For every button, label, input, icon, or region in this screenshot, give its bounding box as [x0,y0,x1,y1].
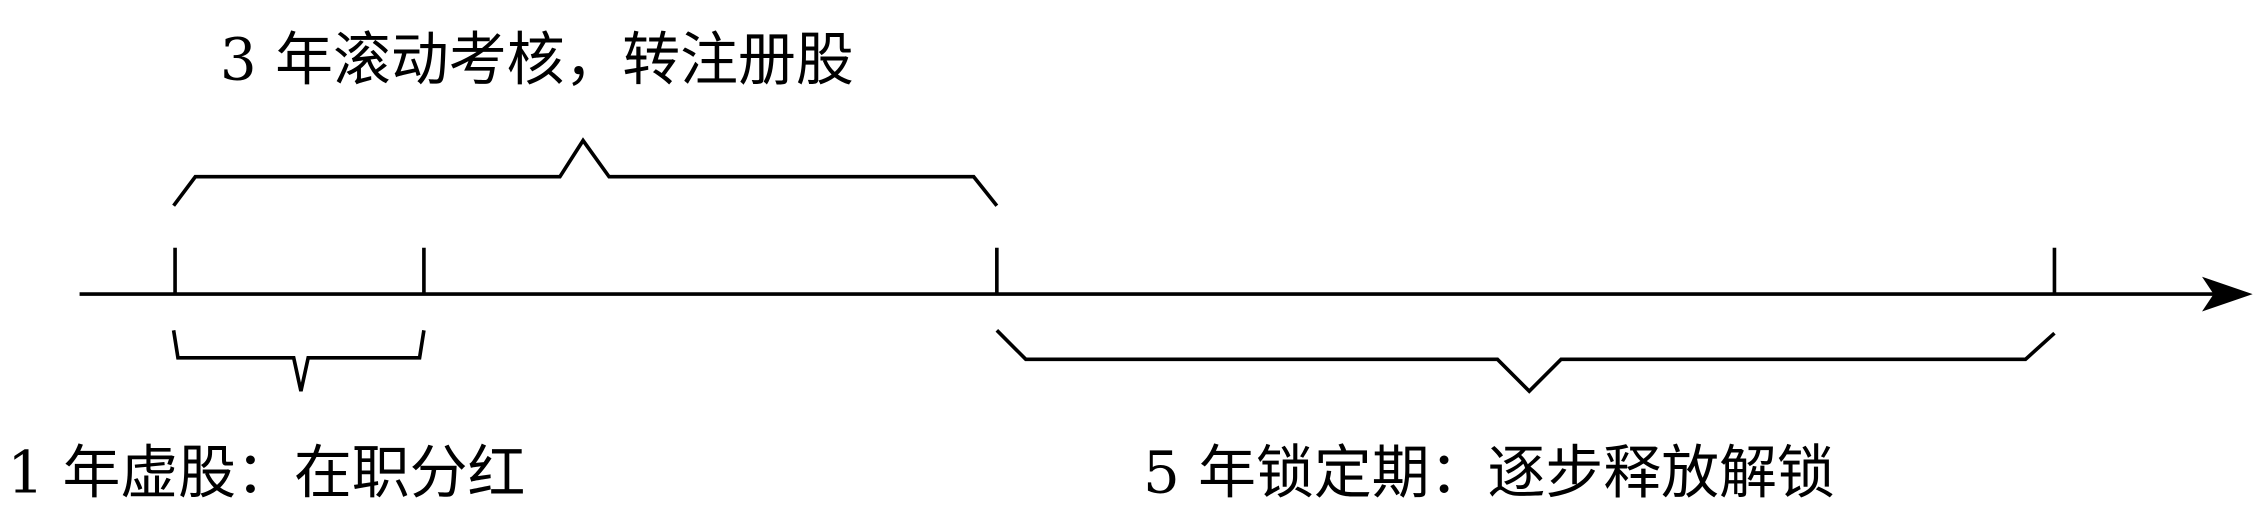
arrow-head-icon [2202,276,2253,312]
bottom-right-brace [995,329,2056,394]
label-bottom-right: 5 年锁定期：逐步释放解锁 [1143,439,1835,507]
top-brace [172,137,999,207]
bottom-left-brace [171,330,426,392]
label-bottom-left: 1 年虚股：在职分红 [7,439,525,507]
label-top: 3 年滚动考核，转注册股 [220,26,854,94]
